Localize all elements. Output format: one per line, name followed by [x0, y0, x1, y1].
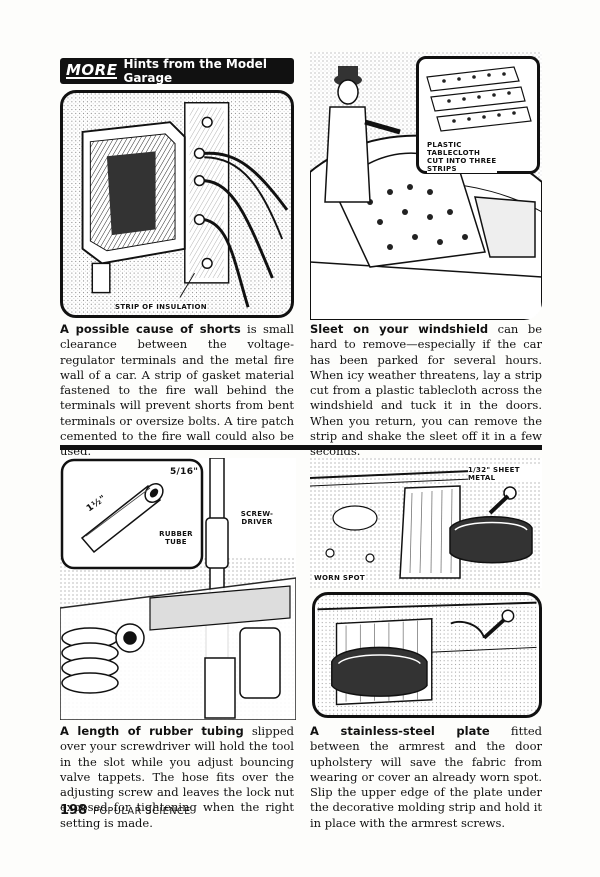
tablecloth-strips-drawing [426, 66, 532, 132]
section-divider [60, 445, 542, 450]
regulator-caption: A possible cause of shorts is small clea… [60, 322, 294, 460]
tablecloth-callout: PLASTIC TABLECLOTH CUT INTO THREE STRIPS [427, 141, 497, 173]
plate-caption-body: fitted between the armrest and the door … [310, 724, 542, 830]
regulator-illustration: STRIP OF INSULATION [60, 90, 294, 318]
plate-caption: A stainless-steel plate fitted between t… [310, 724, 542, 831]
page-number: 198 [60, 803, 88, 818]
plate-illustration-top: 1/32" SHEET METAL WORN SPOT [310, 458, 542, 588]
rubber-tube-callout: RUBBER TUBE [158, 530, 194, 546]
banner-title: Hints from the Model Garage [123, 57, 267, 85]
windshield-illustration: PLASTIC TABLECLOTH CUT INTO THREE STRIPS [310, 52, 542, 320]
regulator-caption-body: is small clearance between the voltage-r… [60, 322, 294, 459]
page-footer: 198 POPULAR SCIENCE [60, 803, 191, 818]
worn-spot-callout: WORN SPOT [314, 574, 365, 582]
tubing-diameter-label: 5/16" [170, 467, 199, 477]
tubing-caption-lead: A length of rubber tubing [60, 724, 244, 738]
windshield-caption-body: can be hard to remove—especially if the … [310, 322, 543, 459]
tubing-caption-body: slipped over your screwdriver will hold … [60, 724, 294, 830]
regulator-callout: STRIP OF INSULATION [115, 303, 207, 311]
section-banner: MORE Hints from the Model Garage [60, 57, 294, 85]
tablecloth-inset: PLASTIC TABLECLOTH CUT INTO THREE STRIPS [416, 56, 540, 174]
magazine-name: POPULAR SCIENCE [93, 806, 191, 817]
regulator-drawing [63, 93, 291, 315]
windshield-caption-lead: Sleet on your windshield [310, 322, 489, 336]
windshield-caption: Sleet on your windshield can be hard to … [310, 322, 542, 460]
tubing-drawing [60, 458, 296, 720]
tubing-caption: A length of rubber tubing slipped over y… [60, 724, 294, 831]
tubing-illustration: 1½" 5/16" RUBBER TUBE SCREW-DRIVER [60, 458, 296, 720]
windshield-drawing [310, 52, 542, 320]
plate-illustration-bottom [312, 592, 542, 718]
sheet-metal-callout: 1/32" SHEET METAL [468, 466, 542, 482]
plate-caption-lead: A stainless-steel plate [310, 724, 490, 738]
screwdriver-callout: SCREW-DRIVER [236, 510, 278, 526]
armrest-installed-drawing [317, 595, 537, 715]
regulator-caption-lead: A possible cause of shorts [60, 322, 241, 336]
banner-more: MORE [66, 61, 118, 79]
